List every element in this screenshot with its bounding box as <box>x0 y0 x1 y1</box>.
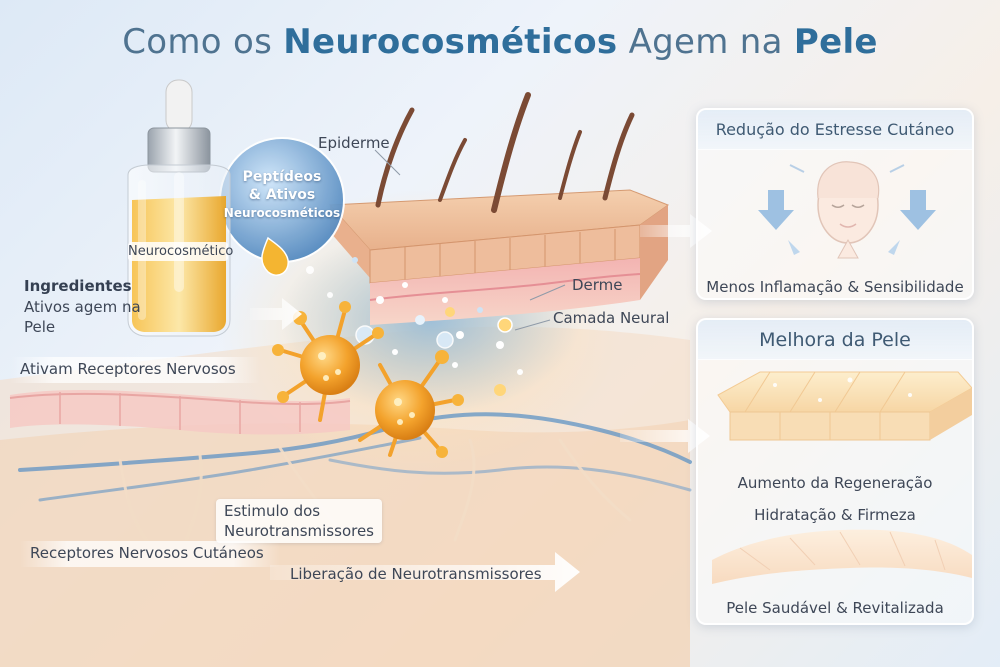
title-part-1: Como os <box>122 22 284 62</box>
estimulo-label: Estimulo dos Neurotransmissores <box>216 499 382 543</box>
stress-panel-title: Redução do Estresse Cutáneo <box>698 110 972 150</box>
ingredientes-text: Ativos agem na Pele <box>24 298 141 336</box>
receptores-label: Receptores Nervosos Cutáneos <box>20 541 280 567</box>
particles <box>306 257 523 396</box>
page-title: Como os Neurocosméticos Agem na Pele <box>0 22 1000 62</box>
neuron-cells <box>272 301 464 458</box>
arrow-right-icon <box>640 214 712 248</box>
relaxed-face-icon <box>817 161 880 259</box>
arrow-right-icon <box>270 552 580 592</box>
ingredientes-title: Ingredientes <box>24 277 132 295</box>
improve-panel-title: Melhora da Pele <box>698 320 972 360</box>
estimulo-line-2: Neurotransmissores <box>224 522 374 540</box>
improve-panel-caption-3: Pele Saudável & Revitalizada <box>726 599 944 617</box>
hair-strands <box>375 92 635 213</box>
liberacao-label: Liberação de Neurotransmissores <box>290 565 542 583</box>
camada-neural-label: Camada Neural <box>553 309 670 327</box>
bubble-text: Peptídeos & Ativos Neurocosméticos <box>222 168 342 222</box>
derme-label: Derme <box>572 276 623 294</box>
title-part-2: Agem na <box>617 22 794 62</box>
skin-improvement-panel: Melhora da Pele Aumento da Regeneração H… <box>696 318 974 625</box>
arrow-right-icon <box>250 298 302 330</box>
improve-panel-caption-2: Hidratação & Firmeza <box>754 506 916 524</box>
improve-panel-caption-1: Aumento da Regeneração <box>737 474 933 492</box>
arrow-down-icon <box>758 164 936 255</box>
bubble-line-1: Peptídeos <box>242 169 322 185</box>
title-highlight-1: Neurocosméticos <box>283 22 618 62</box>
bubble-line-3: Neurocosméticos <box>223 206 341 220</box>
skin-block <box>328 189 670 325</box>
estimulo-line-1: Estimulo dos <box>224 502 321 520</box>
ativam-label: Ativam Receptores Nervosos <box>10 357 260 383</box>
bottle-label: Neurocosmético <box>128 242 234 261</box>
title-highlight-2: Pele <box>793 22 878 62</box>
regenerated-skin-tiles <box>717 371 973 441</box>
healthy-skin-tiles <box>712 529 972 584</box>
bubble-line-2: & Ativos <box>248 187 316 203</box>
stress-panel-caption: Menos Inflamação & Sensibilidade <box>706 278 964 296</box>
lower-skin-fold <box>9 389 351 435</box>
stress-reduction-panel: Redução do Estresse Cutáneo Menos Inflam… <box>696 108 974 300</box>
epiderme-label: Epiderme <box>318 134 390 152</box>
label-pointers <box>374 149 566 331</box>
arrow-right-icon <box>620 419 710 453</box>
